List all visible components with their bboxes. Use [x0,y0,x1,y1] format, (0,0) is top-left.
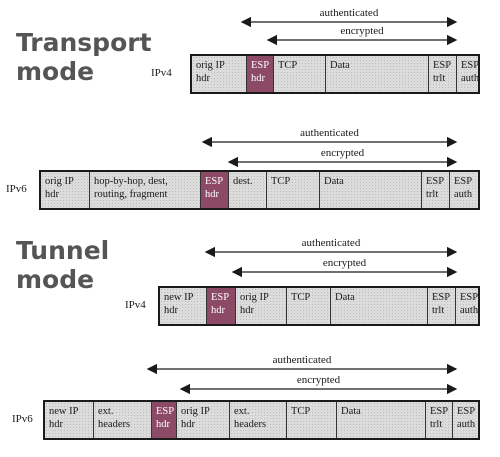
row-1-ip-version-label: IPv4 [151,67,172,79]
row-4-field-esp-hdr: ESP hdr [152,402,177,438]
row-1-field-esp-auth: ESP auth [457,56,478,92]
row-2-authenticated-label: authenticated [300,127,359,139]
row-4-ip-version-label: IPv6 [12,413,33,425]
row-1-field-data: Data [326,56,429,92]
row-2-field-esp-auth: ESP auth [450,172,478,208]
row-4-authenticated-label: authenticated [272,354,332,366]
row-4-field-esp-trlt: ESP trlt [426,402,453,438]
row-3-field-esp-hdr: ESP hdr [207,288,236,324]
row-3-authenticated-label: authenticated [301,237,361,249]
row-4-field-orig-ip-hdr: orig IP hdr [177,402,230,438]
row-2-field-data: Data [320,172,422,208]
row-3-ip-version-label: IPv4 [125,299,146,311]
row-3-encrypted-label: encrypted [322,257,367,269]
row-3-field-esp-auth: ESP auth [456,288,478,324]
row-4-encrypted-label: encrypted [296,374,341,386]
row-1-authenticated-label: authenticated [319,7,379,19]
row-1-encrypted-label: encrypted [340,25,384,37]
row-1-field-tcp: TCP [274,56,326,92]
tunnel-mode-heading: Tunnel mode [16,236,110,294]
transport-mode-heading: Transport mode [16,28,152,86]
row-2-field-tcp: TCP [267,172,320,208]
row-3-field-new-ip-hdr: new IP hdr [160,288,207,324]
row-4-field-ext-headers: ext. headers [94,402,152,438]
row-3-field-data: Data [331,288,428,324]
row-1-field-orig-ip-hdr: orig IP hdr [192,56,247,92]
row-3-field-esp-trlt: ESP trlt [428,288,456,324]
row-4-field-tcp: TCP [287,402,337,438]
row-2-field-orig-ip-hdr: orig IP hdr [41,172,90,208]
row-2-field-dest: dest. [229,172,267,208]
row-4-field-new-ip-hdr: new IP hdr [45,402,94,438]
row-2-ip-version-label: IPv6 [6,183,27,195]
row-4-field-ext-headers: ext. headers [230,402,287,438]
row-3-field-tcp: TCP [287,288,331,324]
row-2-field-esp-trlt: ESP trlt [422,172,450,208]
row-3-field-orig-ip-hdr: orig IP hdr [236,288,287,324]
row-4-field-data: Data [337,402,426,438]
row-2-field-esp-hdr: ESP hdr [201,172,229,208]
row-1-field-esp-hdr: ESP hdr [247,56,274,92]
row-4-field-esp-auth: ESP auth [453,402,478,438]
row-2-encrypted-label: encrypted [320,147,365,159]
row-2-field-hop-by-hop-dest-routing-fragment: hop-by-hop, dest, routing, fragment [90,172,201,208]
row-1-field-esp-trlt: ESP trlt [429,56,457,92]
